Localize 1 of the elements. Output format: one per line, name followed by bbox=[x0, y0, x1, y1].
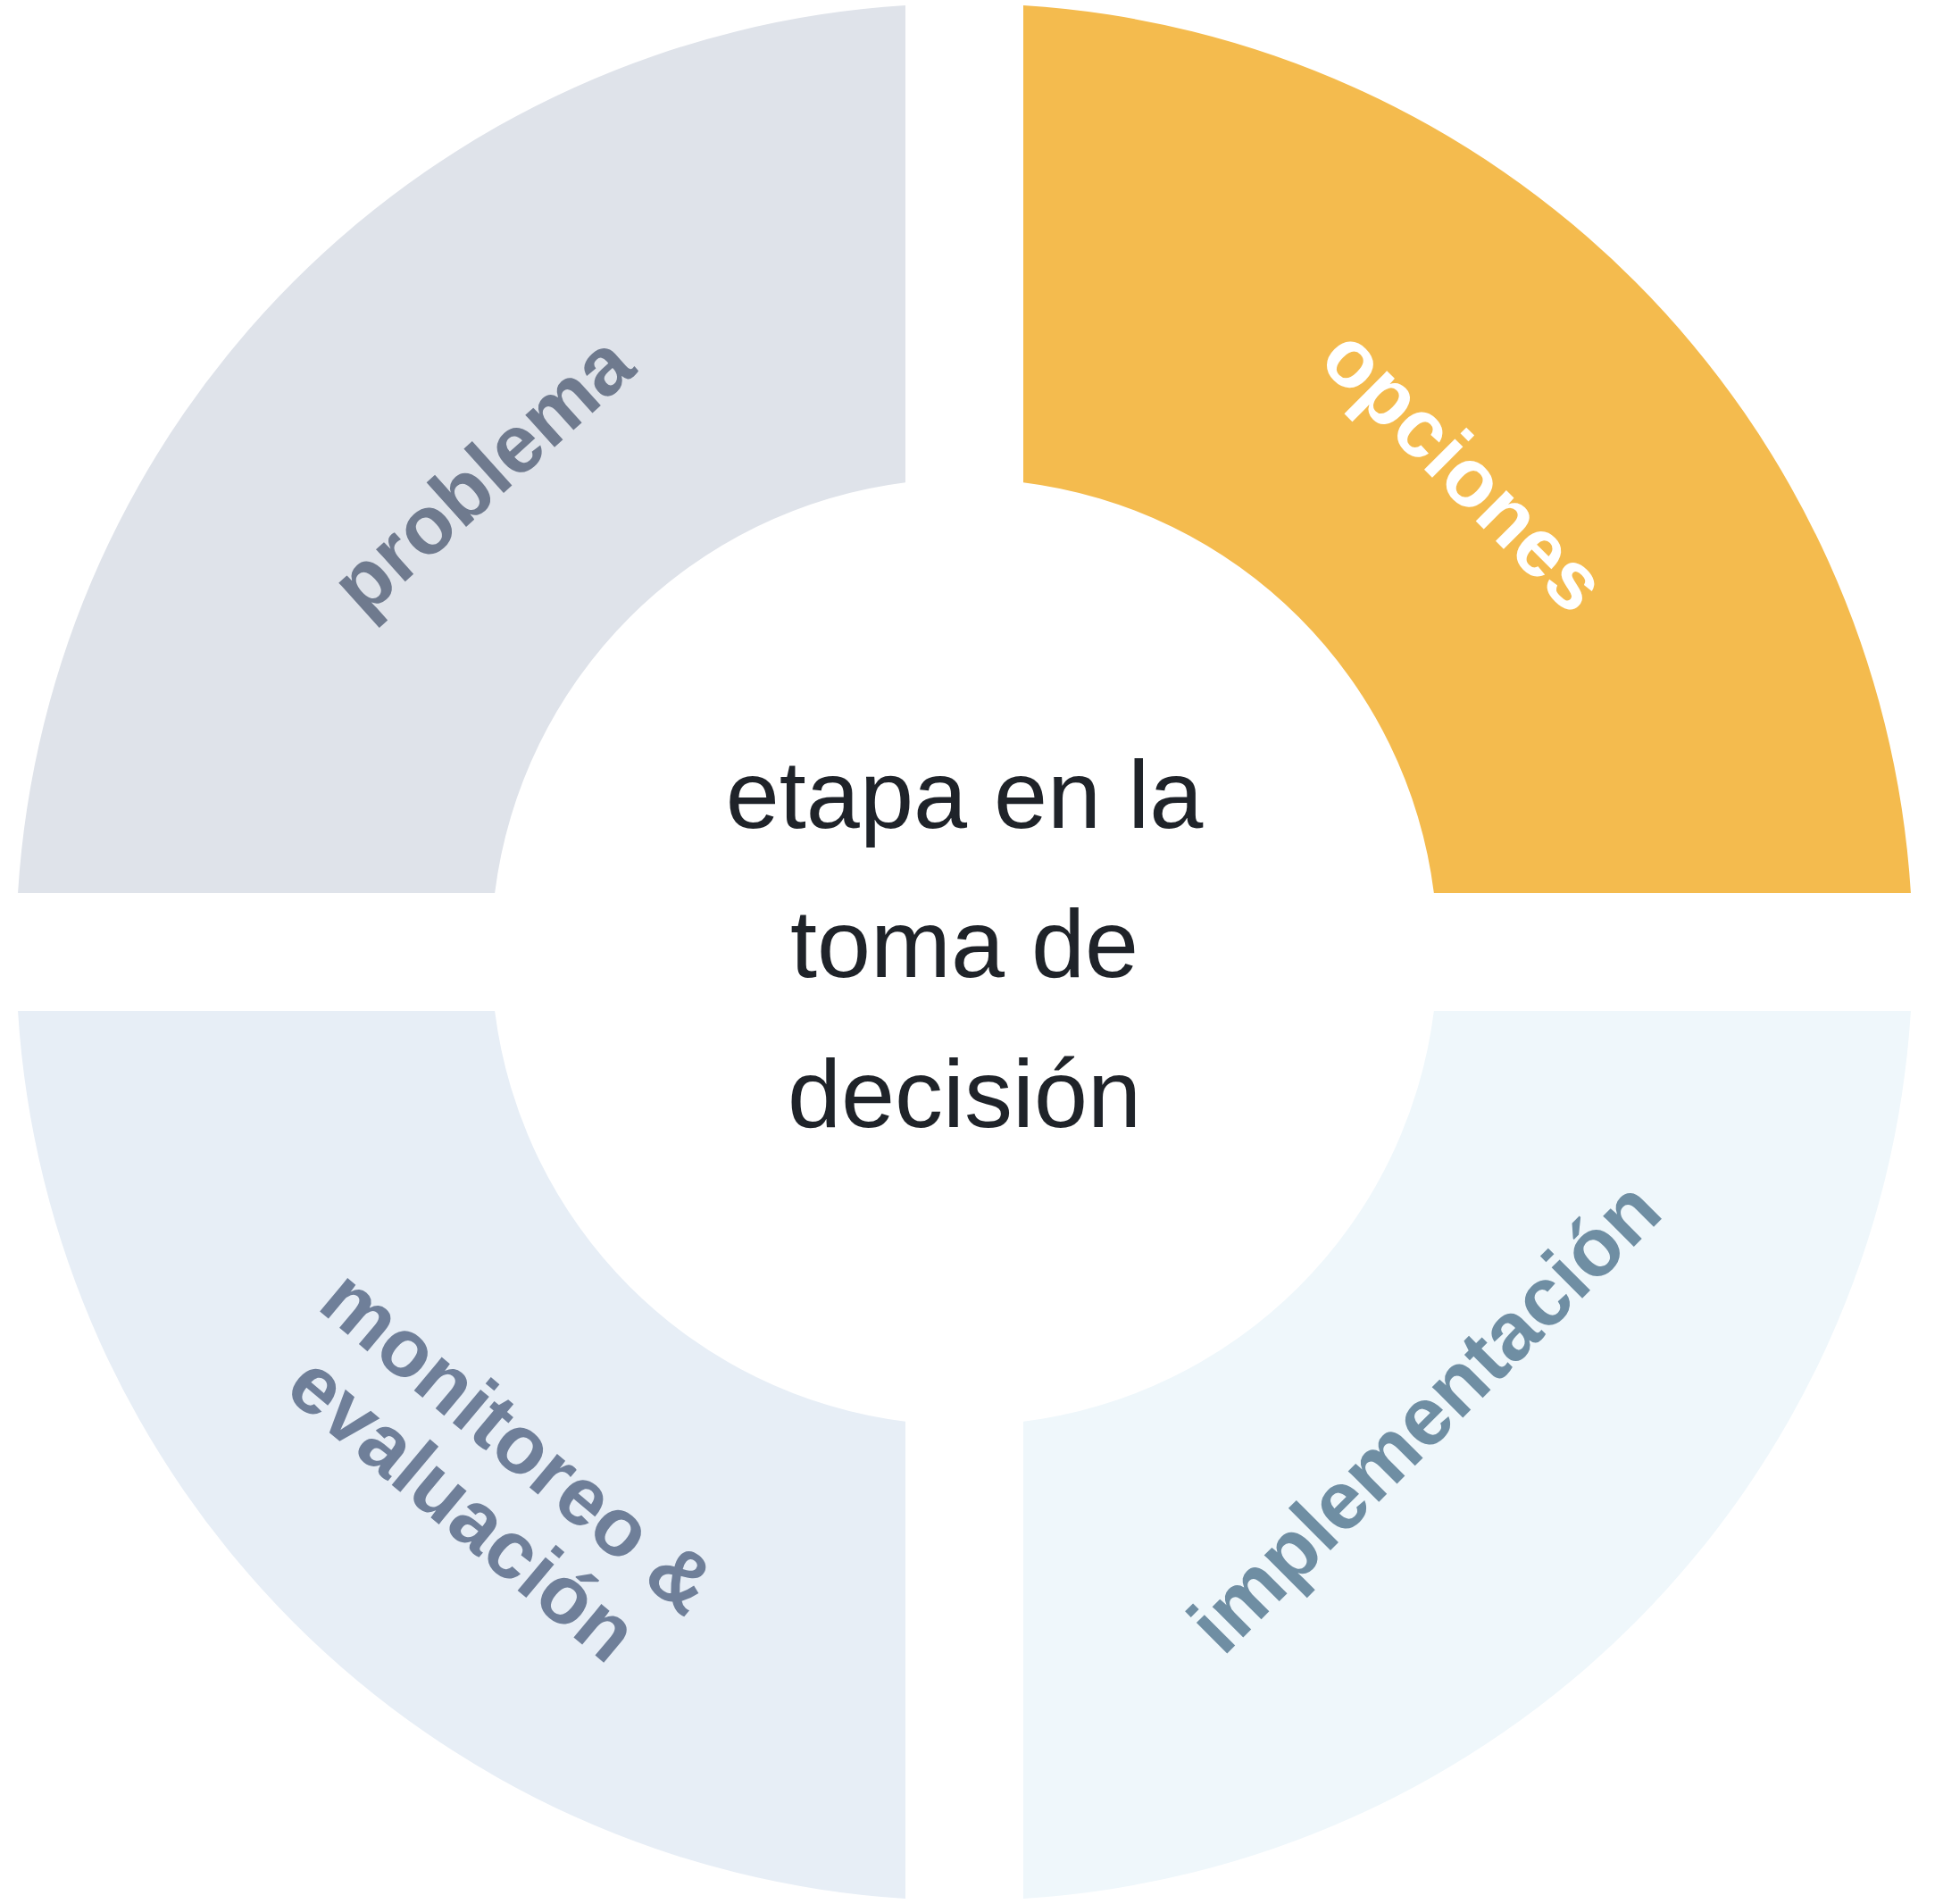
center-label: etapa en la toma de decisión bbox=[643, 720, 1286, 1169]
